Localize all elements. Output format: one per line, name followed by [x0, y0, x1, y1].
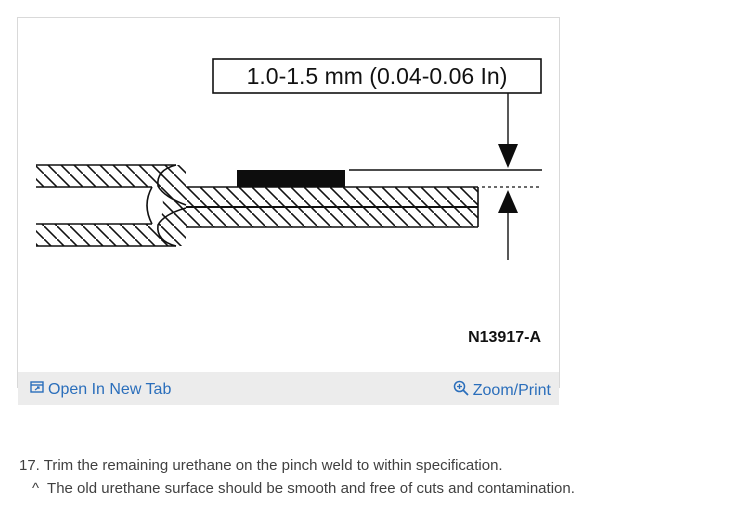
dimension-arrow-down: [498, 144, 518, 168]
open-in-new-tab-label: Open In New Tab: [48, 380, 172, 398]
hem-bend: [146, 186, 153, 225]
lower-flange: [186, 208, 478, 227]
upper-flange: [186, 187, 478, 206]
open-new-tab-icon: [30, 380, 44, 399]
dimension-label: 1.0-1.5 mm (0.04-0.06 In): [247, 63, 508, 89]
dimension-label-box: [212, 58, 542, 94]
upper-sheet-left: [36, 165, 186, 187]
note-caret: ^: [32, 480, 40, 497]
zoom-print-label: Zoom/Print: [472, 381, 551, 399]
step-note: ^ The old urethane surface should be smoo…: [32, 480, 575, 497]
urethane-bead: [237, 170, 345, 187]
figure-footer: Open In New Tab Zoom/Print: [18, 372, 559, 405]
lower-sheet-left: [36, 224, 186, 246]
pinch-weld-diagram: 1.0-1.5 mm (0.04-0.06 In) N13917-A: [36, 58, 542, 346]
step-instruction: 17. Trim the remaining urethane on the p…: [19, 457, 503, 474]
zoom-print-link[interactable]: Zoom/Print: [453, 380, 551, 401]
magnifier-plus-icon: [453, 380, 469, 401]
figure-id: N13917-A: [468, 329, 541, 346]
open-in-new-tab-link[interactable]: Open In New Tab: [30, 380, 171, 399]
dimension-arrow-up: [498, 190, 518, 213]
figure-frame: 1.0-1.5 mm (0.04-0.06 In) N13917-A Open …: [17, 17, 560, 405]
note-text: The old urethane surface should be smoot…: [47, 480, 575, 497]
